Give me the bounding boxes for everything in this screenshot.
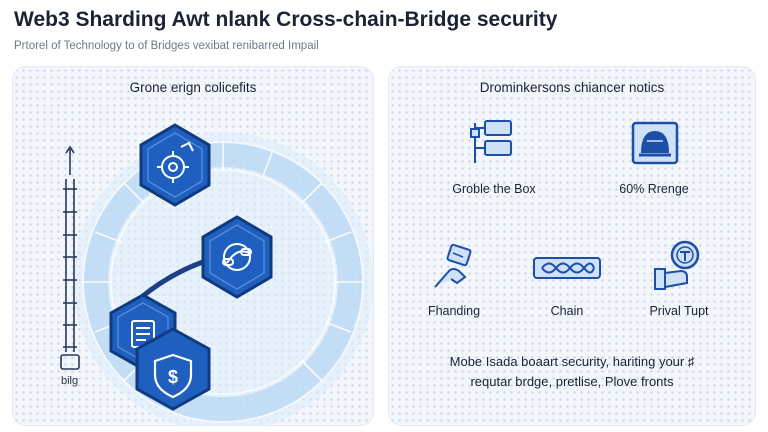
ruler-label: bilg <box>61 375 79 387</box>
page-title: Web3 Sharding Awt nlank Cross-chain-Brid… <box>14 8 558 31</box>
chain-link-icon <box>222 243 252 271</box>
shard-ruler <box>60 145 80 370</box>
helmet-monitor-icon <box>631 121 679 165</box>
item-label-fhanding: Fhanding <box>427 304 481 318</box>
footer-line-1: Mobe Isada boaart security, hariting you… <box>449 354 695 369</box>
hand-token-icon <box>654 240 700 290</box>
hex-dollar-shield[interactable]: $ <box>135 327 211 411</box>
item-label-range: 60% Rrenge <box>619 182 689 196</box>
left-panel: Grone erign colicefits <box>12 66 374 426</box>
item-label-chain: Chain <box>550 304 584 318</box>
sharding-diagram: $ <box>60 123 373 425</box>
gear-shield-icon <box>157 141 194 183</box>
left-panel-title: Grone erign colicefits <box>129 80 257 95</box>
network-boxes-icon <box>470 120 512 163</box>
svg-text:$: $ <box>168 367 178 387</box>
chain-strip-icon <box>533 257 601 279</box>
hex-chain-link[interactable] <box>201 215 273 299</box>
right-panel-footer: Mobe Isada boaart security, hariting you… <box>389 352 755 392</box>
right-panel: Drominkersons chiancer notics Groble the… <box>388 66 756 426</box>
hand-coin-icon <box>434 243 472 288</box>
item-label-prival: Prival Tupt <box>649 304 709 318</box>
right-panel-title: Drominkersons chiancer notics <box>479 80 665 95</box>
hex-gear-shield[interactable] <box>139 123 211 207</box>
footer-line-2: requtar brdge, pretlise, Plove fronts <box>470 374 674 389</box>
dollar-shield-icon <box>153 353 193 399</box>
item-label-groble: Groble the Box <box>452 182 536 196</box>
page-subtitle: Prtorel of Technology to of Bridges vexi… <box>14 40 319 52</box>
